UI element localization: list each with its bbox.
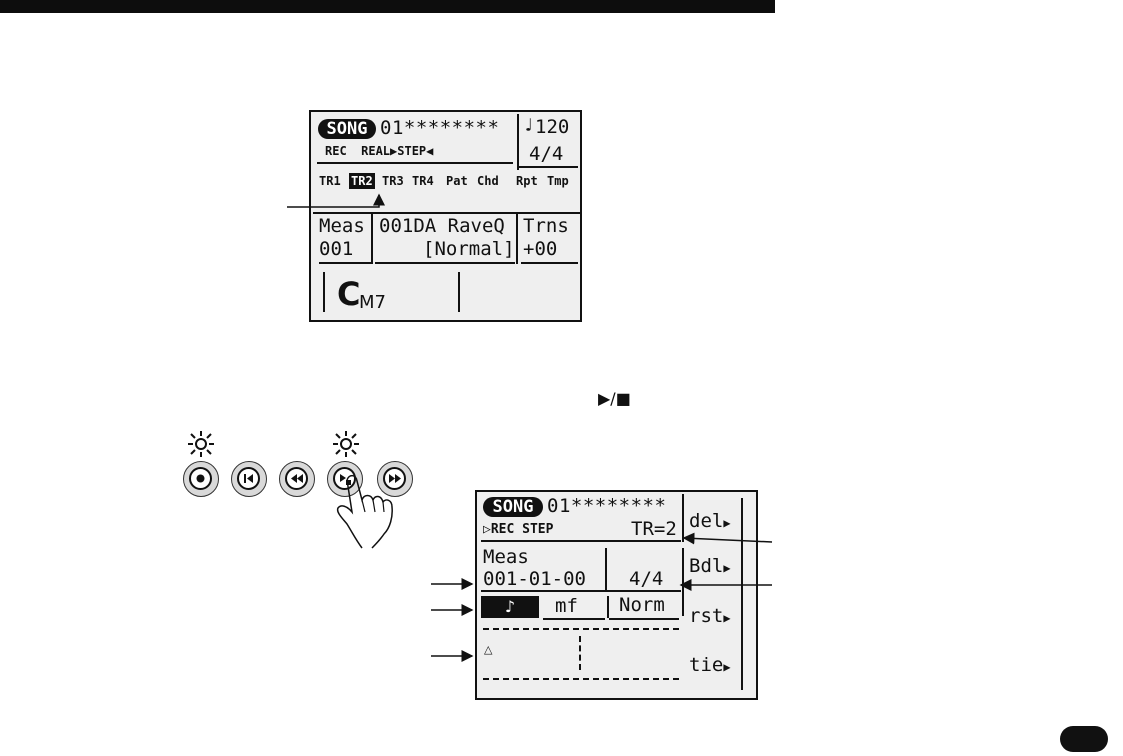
quarter-note-icon: ♩ — [523, 115, 534, 136]
play-stop-icon — [340, 474, 351, 485]
track-pat[interactable]: Pat — [446, 174, 468, 188]
play-stop-lamp-icon — [333, 431, 359, 457]
time-signature: 4/4 — [629, 568, 664, 590]
tempo-value: 120 — [535, 116, 570, 138]
page-number-badge — [1060, 726, 1108, 752]
style-name: 001DA RaveQ — [379, 215, 505, 237]
record-lamp-icon — [188, 431, 214, 457]
lcd-screen-song-mode: SONG 01******** ♩ 120 REC REAL▶STEP◀ 4/4… — [309, 110, 582, 322]
record-mode-line: ▷REC STEP — [483, 522, 554, 537]
fast-forward-button[interactable] — [377, 461, 413, 497]
rewind-icon — [291, 474, 303, 483]
track-rpt[interactable]: Rpt — [516, 174, 538, 188]
step-grid-top-dashes — [483, 628, 679, 630]
track-tr3[interactable]: TR3 — [382, 174, 404, 188]
cursor-triangle-icon: △ — [484, 643, 493, 656]
meas-value: 001 — [319, 238, 354, 260]
fast-forward-icon — [389, 474, 401, 483]
track-indicator: TR=2 — [631, 518, 677, 540]
meas-label: Meas — [319, 215, 365, 237]
skip-to-top-button[interactable] — [231, 461, 267, 497]
velocity-value[interactable]: mf — [555, 595, 578, 617]
song-mode-badge: SONG — [318, 119, 376, 139]
meas-label: Meas — [483, 546, 529, 568]
song-name: 01******** — [547, 495, 667, 517]
lcd-screen-step-record: SONG 01******** ▷REC STEP TR=2 Meas 001-… — [475, 490, 758, 700]
step-grid-bottom-dashes — [483, 678, 679, 680]
style-variation: [Normal] — [423, 238, 515, 260]
play-stop-button[interactable] — [327, 461, 363, 497]
record-mode-line: REC REAL▶STEP◀ — [325, 144, 434, 158]
note-value-selector[interactable]: ♪ — [481, 596, 539, 618]
track-tr4[interactable]: TR4 — [412, 174, 434, 188]
position-value: 001-01-00 — [483, 568, 586, 590]
header-bar — [0, 0, 775, 13]
record-button[interactable] — [183, 461, 219, 497]
track-tmp[interactable]: Tmp — [547, 174, 569, 188]
transpose-label: Trns — [523, 215, 569, 237]
soft-key-bdl[interactable]: Bdl▶ — [689, 555, 731, 577]
chord-root: C — [337, 275, 361, 313]
soft-key-del[interactable]: del▶ — [689, 510, 731, 532]
soft-key-rst[interactable]: rst▶ — [689, 605, 731, 627]
chord-type: M7 — [359, 292, 386, 313]
gate-value[interactable]: Norm — [619, 594, 665, 616]
track-tr2-selected[interactable]: TR2 — [349, 173, 375, 189]
callout-arrow-track-select — [287, 193, 385, 208]
eighth-note-icon: ♪ — [504, 597, 516, 616]
track-tr1[interactable]: TR1 — [319, 174, 341, 188]
skip-to-top-icon — [244, 474, 253, 483]
callout-arrow-track-indicator — [682, 532, 773, 545]
song-name: 01******** — [380, 117, 500, 139]
track-chd[interactable]: Chd — [477, 174, 499, 188]
time-signature: 4/4 — [529, 143, 564, 165]
song-mode-badge: SONG — [483, 497, 543, 517]
soft-key-tie[interactable]: tie▶ — [689, 654, 731, 676]
beat-divider — [579, 636, 581, 670]
rewind-button[interactable] — [279, 461, 315, 497]
transpose-value: +00 — [523, 238, 558, 260]
record-icon — [196, 474, 205, 483]
track-row: TR1 TR2 TR3 TR4 Pat Chd Rpt Tmp — [315, 172, 580, 192]
play-stop-label: ▶/■ — [598, 389, 631, 408]
